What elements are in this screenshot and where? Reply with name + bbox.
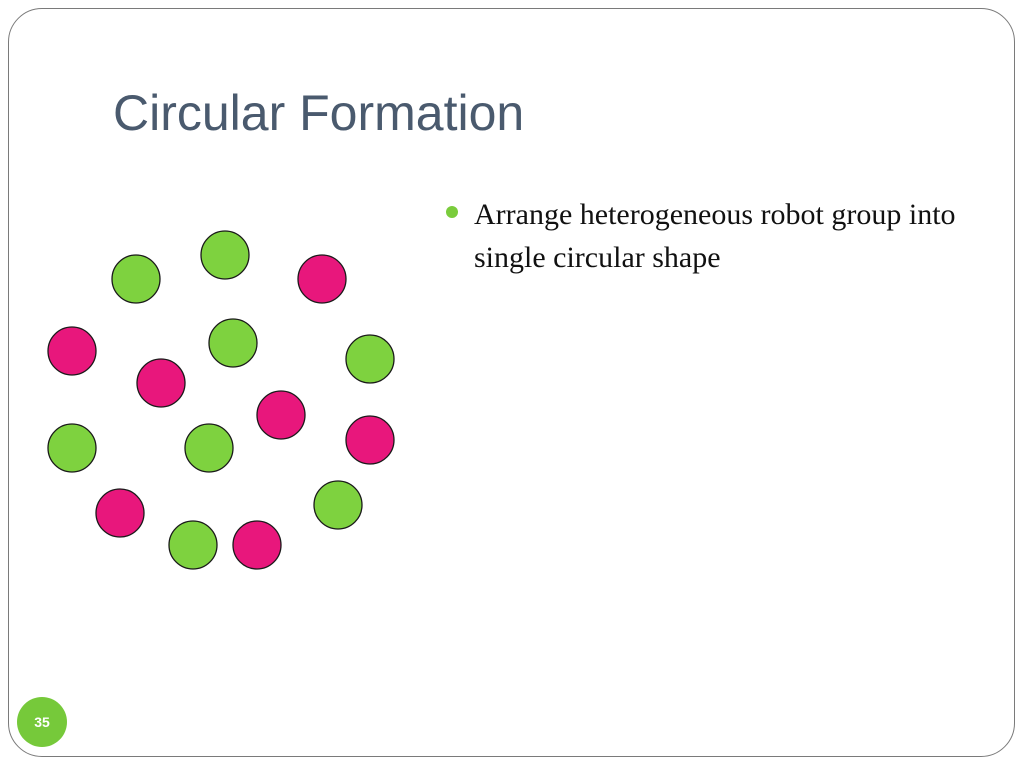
page-number-badge: 35 <box>17 697 67 747</box>
slide-title: Circular Formation <box>113 85 525 141</box>
bullet-list: Arrange heterogeneous robot group into s… <box>445 193 985 279</box>
slide-content: Arrange heterogeneous robot group into s… <box>445 193 985 279</box>
bullet-item: Arrange heterogeneous robot group into s… <box>445 193 985 279</box>
bullet-dot-icon <box>446 206 458 218</box>
bullet-text: Arrange heterogeneous robot group into s… <box>474 198 956 274</box>
